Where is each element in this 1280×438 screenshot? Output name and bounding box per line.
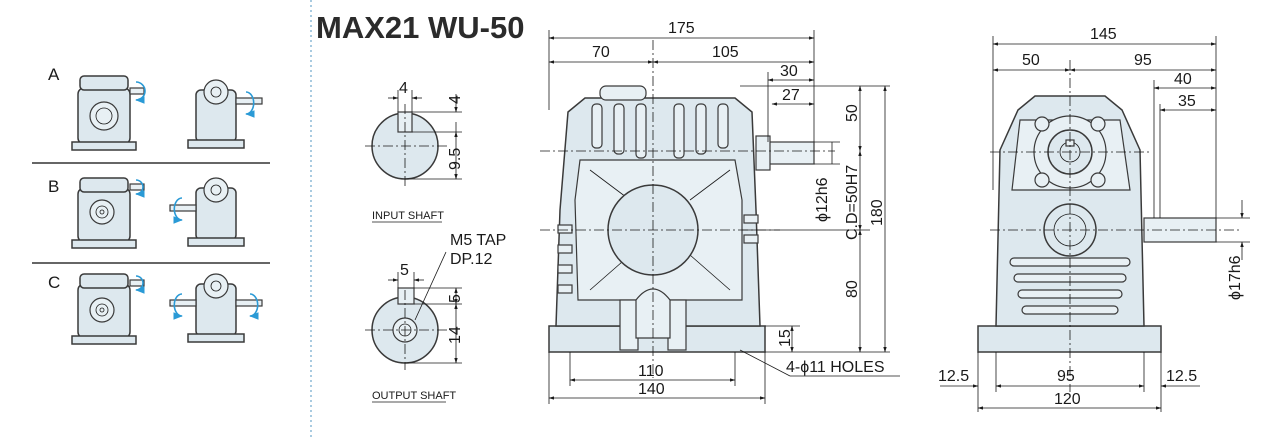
front-dim-bottom-80: 80 — [844, 280, 861, 298]
front-input-shaft — [767, 141, 815, 165]
side-bolt-3 — [1034, 172, 1050, 188]
side-dim-base-120: 120 — [1054, 391, 1081, 408]
mounting-c-side — [169, 273, 263, 343]
front-dim-cd: C.D=50H7 — [844, 165, 861, 240]
front-dim-total-width: 175 — [668, 20, 695, 37]
input-dim-width: 4 — [399, 80, 408, 97]
side-dim-mid-95: 95 — [1057, 368, 1075, 385]
side-dim-35: 35 — [1178, 93, 1196, 110]
side-dim-40: 40 — [1174, 71, 1192, 88]
mounting-positions: A B C — [32, 65, 270, 345]
output-dim-depth: 5 — [447, 294, 464, 303]
input-shaft-label: INPUT SHAFT — [372, 210, 444, 222]
front-dim-base-140: 140 — [638, 381, 665, 398]
front-view: 175 70 105 30 27 50 180 C.D=50H7 80 ϕ12h… — [540, 20, 900, 404]
output-depth-label: DP.12 — [450, 251, 493, 268]
side-dim-right-12-5: 12.5 — [1166, 368, 1197, 385]
front-dim-total-height: 180 — [869, 199, 886, 226]
model-title: MAX21 WU-50 — [316, 10, 524, 45]
output-tap-label: M5 TAP — [450, 232, 506, 249]
mounting-b-front — [71, 177, 145, 249]
front-dim-base-110: 110 — [638, 363, 664, 380]
front-side-fins — [557, 214, 759, 294]
side-base — [977, 325, 1162, 353]
side-view: 145 50 95 40 35 ϕ17h6 12.5 95 12.5 120 — [938, 26, 1250, 412]
side-bolt-2 — [1090, 116, 1106, 132]
front-dim-shaft-dia: ϕ12h6 — [814, 177, 831, 222]
side-dim-left: 50 — [1022, 52, 1040, 69]
input-dim-height: 9.5 — [447, 148, 464, 170]
side-fins — [1009, 257, 1131, 315]
front-dim-right: 105 — [712, 44, 739, 61]
mounting-a-side — [187, 79, 263, 149]
output-shaft-section: M5 TAP DP.12 5 5 14 OUTPUT SHAFT — [365, 232, 506, 403]
side-dim-right: 95 — [1134, 52, 1152, 69]
output-shaft-label: OUTPUT SHAFT — [372, 390, 456, 402]
front-holes-label: 4-ϕ11 HOLES — [786, 359, 884, 376]
side-bolt-1 — [1034, 116, 1050, 132]
mounting-c-front — [71, 273, 145, 345]
mounting-label-a: A — [48, 65, 60, 84]
side-dim-shaft-dia: ϕ17h6 — [1227, 255, 1244, 300]
input-shaft-section: 4 4 9.5 INPUT SHAFT — [365, 80, 464, 223]
mounting-label-b: B — [48, 177, 59, 196]
input-dim-depth: 4 — [447, 95, 464, 104]
front-dim-top-50: 50 — [844, 104, 861, 122]
mounting-label-c: C — [48, 273, 60, 292]
side-dim-left-12-5: 12.5 — [938, 368, 969, 385]
side-bolt-4 — [1090, 172, 1106, 188]
front-top-fins — [591, 103, 729, 159]
front-dim-left: 70 — [592, 44, 610, 61]
front-dim-shaft-30: 30 — [780, 63, 798, 80]
output-dim-width: 5 — [400, 262, 409, 279]
side-dim-total-width: 145 — [1090, 26, 1117, 43]
mounting-b-side — [169, 177, 245, 247]
mounting-a-front — [71, 75, 146, 151]
front-dim-shaft-27: 27 — [782, 87, 800, 104]
front-dim-base-15: 15 — [777, 329, 794, 347]
output-dim-height: 14 — [447, 326, 464, 344]
